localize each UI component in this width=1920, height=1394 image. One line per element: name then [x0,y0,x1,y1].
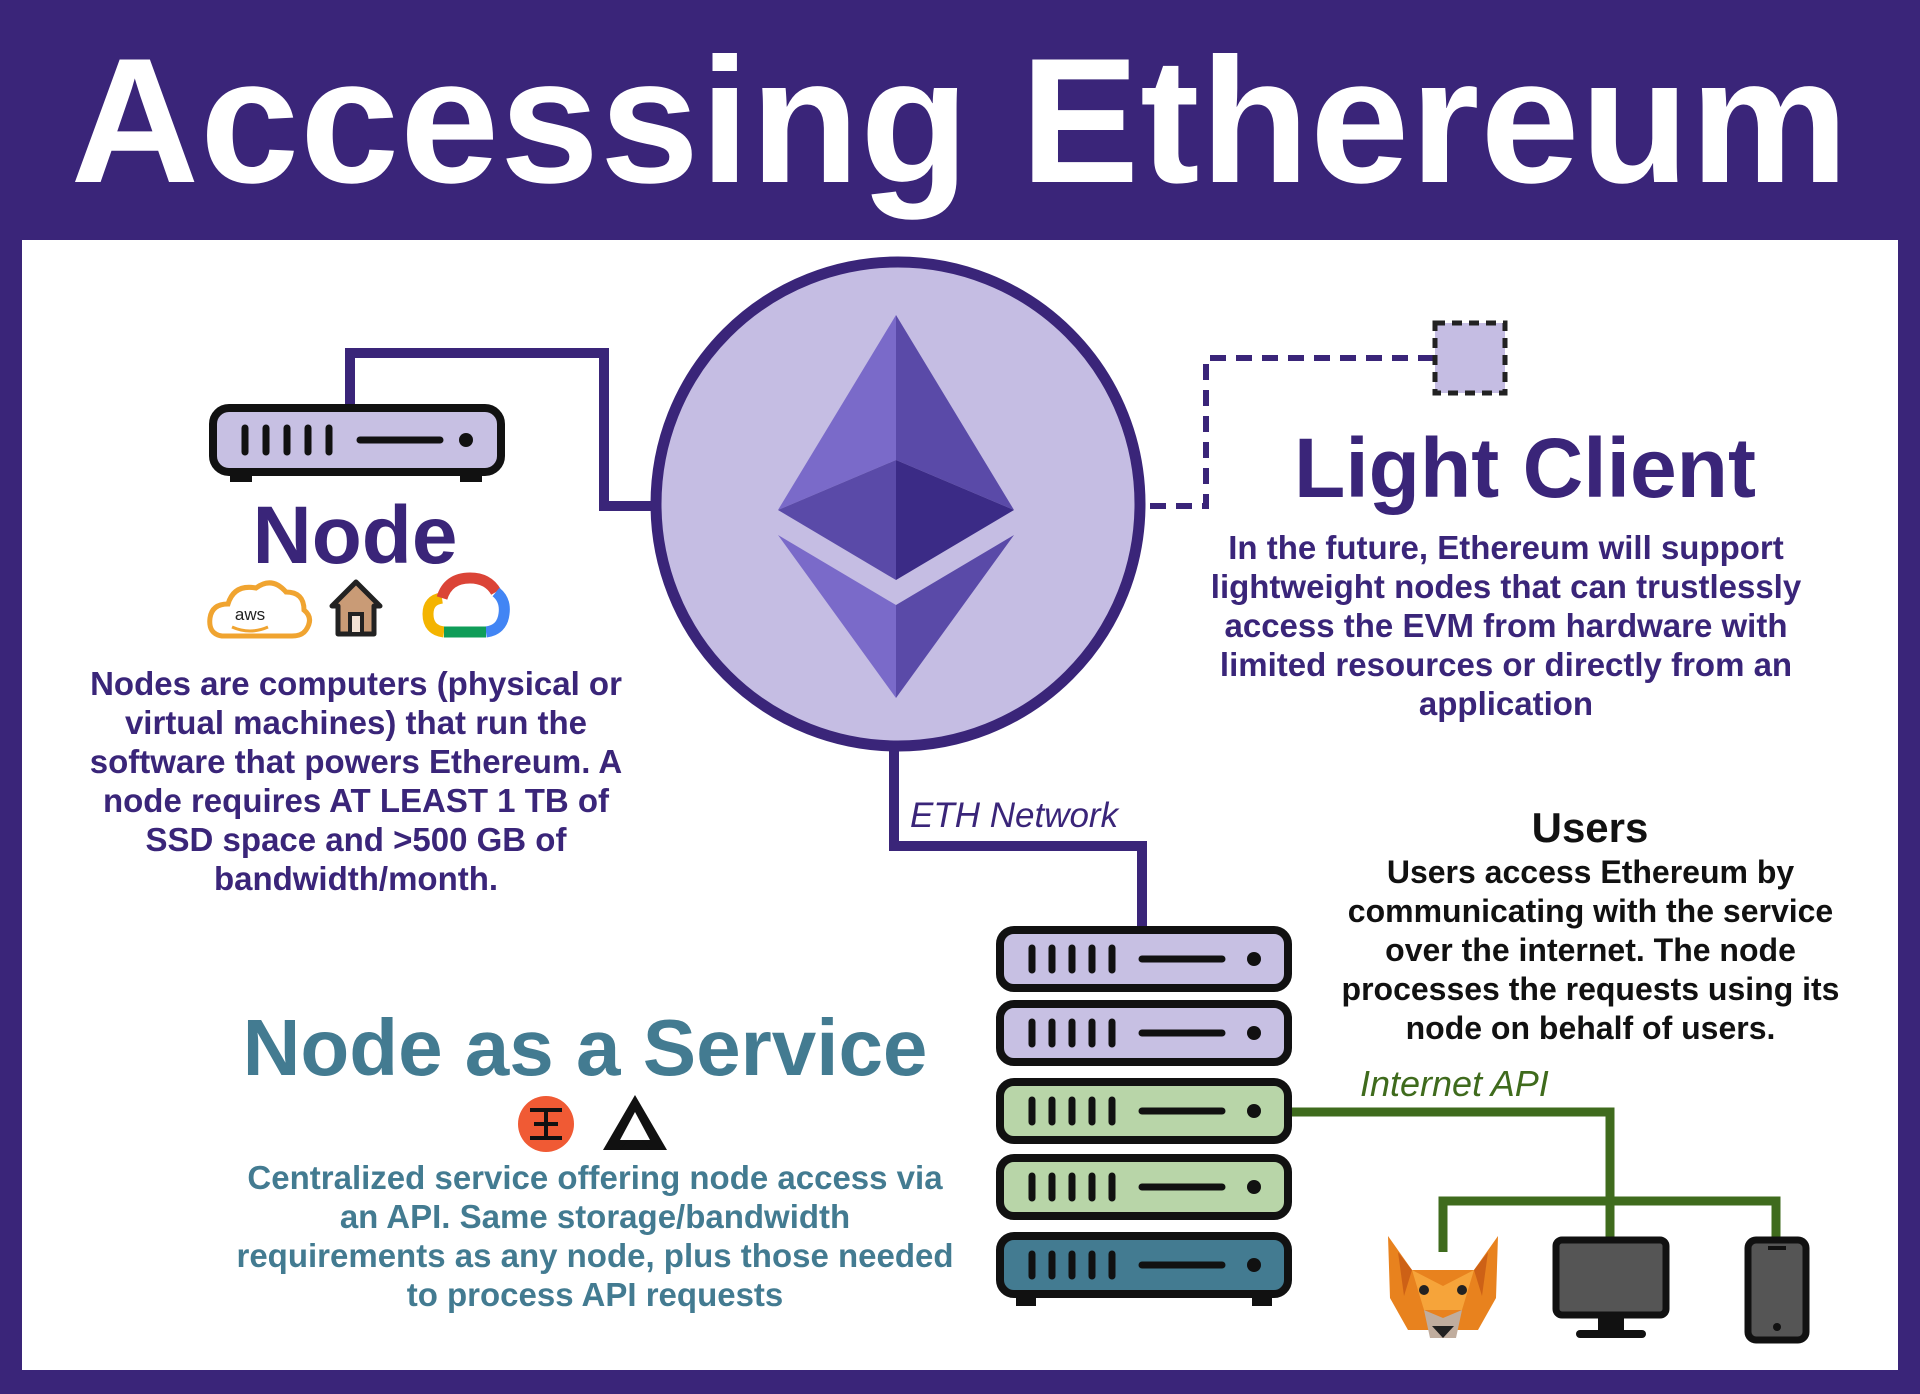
home-icon [329,579,383,637]
device-branch-line [1438,1196,1781,1252]
smartphone-icon [1744,1236,1810,1344]
ethereum-logo [650,256,1146,752]
node-description: Nodes are computers (physical or virtual… [89,665,623,897]
light-client-box [1432,320,1508,396]
aws-logo-text: aws [235,605,265,624]
users-heading: Users [1531,804,1649,851]
server-unit-4 [996,1154,1292,1220]
server-unit-5 [996,1232,1292,1298]
server-unit-3 [996,1078,1292,1144]
light-client-description: In the future, Ethereum will support lig… [1210,529,1802,722]
metamask-fox-icon [1388,1236,1498,1338]
node-heading: Node [252,490,458,581]
server-rack-icon [996,926,1292,1306]
light-client-dashed-line [1150,355,1435,509]
node-device-icon [209,404,505,482]
eth-network-line [889,745,1147,928]
internet-api-line [1288,1107,1615,1245]
internet-api-label: Internet API [1360,1063,1549,1104]
users-description: Users access Ethereum by communicating w… [1341,854,1840,1046]
light-client-heading: Light Client [1294,421,1756,515]
naas-heading: Node as a Service [242,1003,928,1092]
page-title: Accessing Ethereum [70,21,1850,220]
alchemy-icon [603,1095,667,1150]
eth-network-label: ETH Network [910,796,1119,835]
server-unit-1 [996,926,1292,992]
server-unit-2 [996,1000,1292,1066]
naas-description: Centralized service offering node access… [236,1159,954,1313]
node-to-ethereum-line [345,348,658,511]
aws-cloud-icon: aws [207,580,312,639]
infura-icon [518,1096,574,1152]
desktop-monitor-icon [1552,1236,1670,1338]
connectors [345,348,1781,1252]
google-cloud-icon [422,572,510,638]
